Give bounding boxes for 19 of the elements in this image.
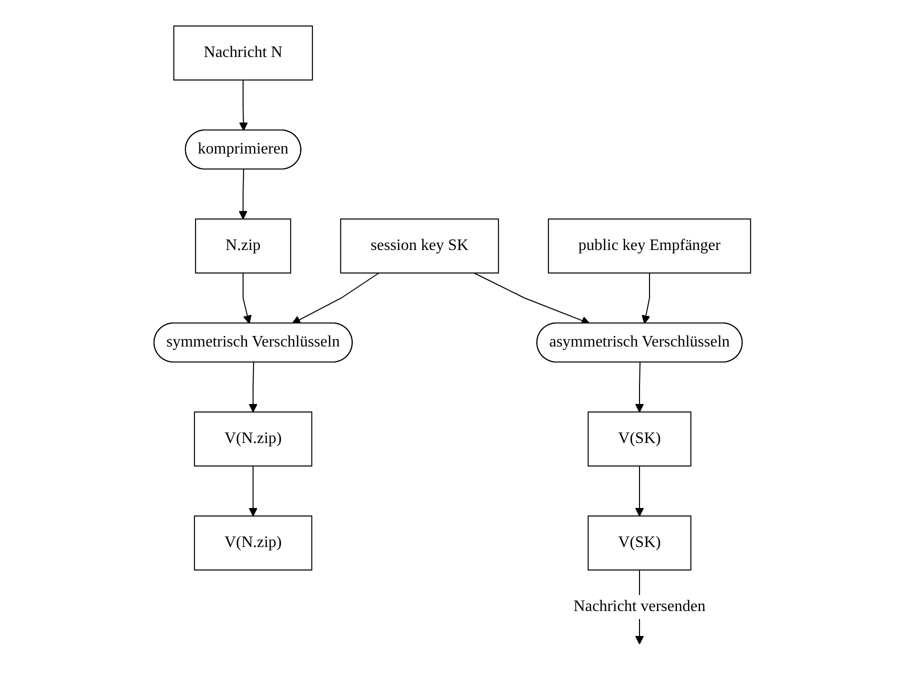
node-box: public key Empfänger [548, 218, 751, 273]
arrow [634, 362, 644, 412]
node-box: session key SK [340, 218, 499, 273]
arrow [292, 272, 380, 324]
arrow [634, 465, 644, 516]
arrow [641, 272, 650, 324]
edge-label: Nachricht versenden [573, 597, 706, 614]
arrow [242, 272, 252, 324]
node-box: V(N.zip) [194, 411, 312, 466]
node-box: V(N.zip) [194, 515, 312, 570]
node-box: N.zip [194, 218, 291, 273]
node-box: V(SK) [587, 411, 692, 466]
node-box: Nachricht N [172, 25, 313, 80]
arrow [473, 272, 590, 324]
arrow [248, 465, 258, 516]
arrow [238, 168, 248, 219]
node-box: V(SK) [587, 515, 692, 570]
arrow [248, 362, 258, 412]
arrow [238, 79, 248, 130]
